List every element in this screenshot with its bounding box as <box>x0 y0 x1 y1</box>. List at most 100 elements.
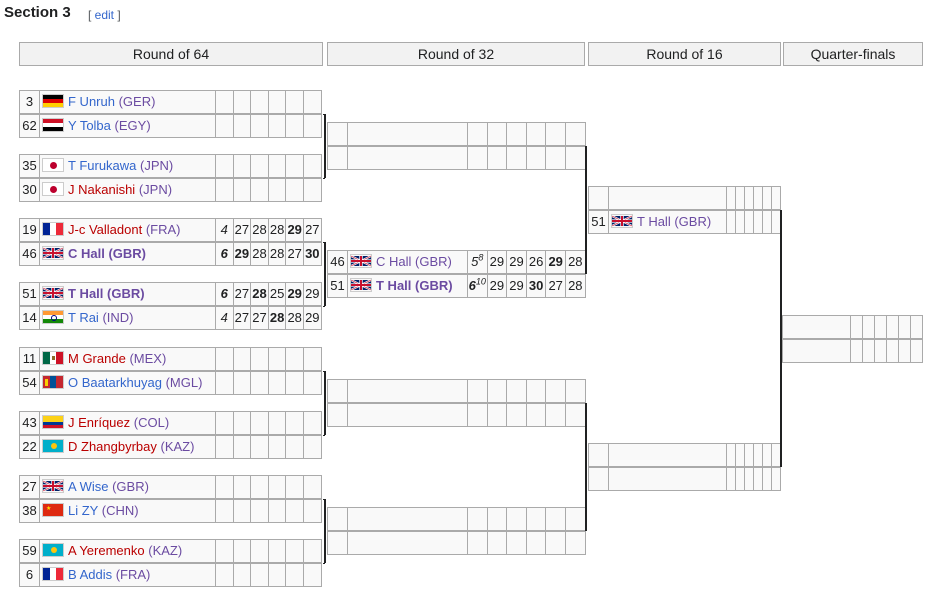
score-cell: 27 <box>285 242 304 266</box>
player-name-link[interactable]: F Unruh <box>68 94 115 109</box>
seed-cell: 46 <box>19 242 40 266</box>
flag-gbr-icon <box>42 246 64 260</box>
player-name-link[interactable]: J Enríquez <box>68 415 131 430</box>
seed-cell: 54 <box>19 371 40 395</box>
player-name-link[interactable]: A Wise <box>68 479 109 494</box>
score-value: 27 <box>234 222 250 237</box>
score-cell <box>250 114 269 138</box>
score-cell: 28 <box>250 242 269 266</box>
bracket-connector-line <box>585 403 587 531</box>
seed-cell: 3 <box>19 90 40 114</box>
player-name-link[interactable]: D Zhangbyrbay <box>68 439 157 454</box>
player-name-link[interactable]: T Rai <box>68 310 99 325</box>
player-name-link[interactable]: C Hall <box>68 246 105 261</box>
nation-code: (GBR) <box>674 214 712 229</box>
score-cell: 29 <box>486 274 508 298</box>
flag-gbr-icon <box>42 286 64 300</box>
score-cell <box>545 403 566 427</box>
score-value: 29 <box>305 286 320 301</box>
r32-row <box>327 531 586 555</box>
flag-kaz-icon <box>42 543 64 557</box>
player-name-link[interactable]: C Hall <box>376 254 412 269</box>
score-cell <box>285 371 304 395</box>
score-cell <box>267 154 287 178</box>
seed-cell <box>327 507 348 531</box>
score-cell: 4 <box>215 306 234 330</box>
seed-cell: 6 <box>19 563 40 587</box>
score-cell <box>467 403 488 427</box>
player-name-link[interactable]: O Baatarkhuyag <box>68 375 162 390</box>
score-cell <box>565 146 586 170</box>
score-cell: 6 <box>215 282 234 306</box>
round-header-r64: Round of 64 <box>19 42 323 66</box>
score-cell <box>267 435 287 459</box>
player-name-link[interactable]: T Hall <box>637 214 671 229</box>
seed-cell: 27 <box>19 475 40 499</box>
score-value: 28 <box>568 254 583 269</box>
qf-row <box>782 315 923 339</box>
player-cell <box>782 339 851 363</box>
score-cell: 29 <box>285 218 304 242</box>
score-value: 4 <box>220 310 228 325</box>
score-cell <box>232 114 252 138</box>
score-cell: 29 <box>506 274 527 298</box>
score-cell: 27 <box>303 218 322 242</box>
r64-row: 62 Y Tolba (EGY) <box>19 114 322 138</box>
nation-code: (KAZ) <box>148 543 183 558</box>
seed-cell <box>588 467 609 491</box>
score-cell <box>285 435 304 459</box>
seed-cell: 62 <box>19 114 40 138</box>
score-value: 28 <box>269 246 285 261</box>
score-cell: 29 <box>506 250 527 274</box>
player-cell <box>347 507 468 531</box>
score-value: 25 <box>269 286 285 301</box>
player-cell: J Nakanishi (JPN) <box>39 178 216 202</box>
player-cell: T Hall (GBR) <box>608 210 727 234</box>
seed-cell: 46 <box>327 250 348 274</box>
score-value: 27 <box>305 222 320 237</box>
score-cell <box>545 379 566 403</box>
score-cell <box>232 539 252 563</box>
seed-cell: 38 <box>19 499 40 523</box>
player-name-link[interactable]: T Hall <box>68 286 104 301</box>
score-cell <box>267 178 287 202</box>
score-cell <box>250 411 269 435</box>
score-value: 4 <box>220 222 228 237</box>
seed-cell: 51 <box>588 210 609 234</box>
score-cell <box>250 154 269 178</box>
player-name-link[interactable]: J-c Valladont <box>68 222 143 237</box>
player-name-link[interactable]: J Nakanishi <box>68 182 136 197</box>
score-cell <box>232 90 252 114</box>
score-cell: 28 <box>565 250 586 274</box>
nation-code: (EGY) <box>114 118 151 133</box>
player-name-link[interactable]: B Addis <box>68 567 113 582</box>
player-name-link[interactable]: Li ZY <box>68 503 99 518</box>
score-value: 29 <box>548 254 563 269</box>
player-cell <box>782 315 851 339</box>
section-heading: Section 3 <box>4 4 71 21</box>
player-name-link[interactable]: T Furukawa <box>68 158 137 173</box>
score-cell <box>267 90 287 114</box>
player-name-link[interactable]: M Grande <box>68 351 126 366</box>
score-cell <box>285 539 304 563</box>
edit-link[interactable]: edit <box>94 8 115 22</box>
player-cell: C Hall (GBR) <box>39 242 216 266</box>
r32-row <box>327 146 586 170</box>
score-cell <box>467 531 488 555</box>
score-cell <box>232 563 252 587</box>
r32-row <box>327 507 586 531</box>
score-cell <box>250 435 269 459</box>
player-name-link[interactable]: T Hall <box>376 278 412 293</box>
player-name-link[interactable]: A Yeremenko <box>68 543 145 558</box>
score-cell <box>232 475 252 499</box>
player-cell: D Zhangbyrbay (KAZ) <box>39 435 216 459</box>
bracket-connector-line <box>324 499 326 563</box>
score-cell <box>565 122 586 146</box>
score-cell <box>215 114 234 138</box>
player-name-link[interactable]: Y Tolba <box>68 118 111 133</box>
seed-cell: 51 <box>327 274 348 298</box>
flag-ind-icon <box>42 310 64 324</box>
score-cell: 29 <box>303 306 322 330</box>
tiebreak-score: 10 <box>475 276 486 287</box>
